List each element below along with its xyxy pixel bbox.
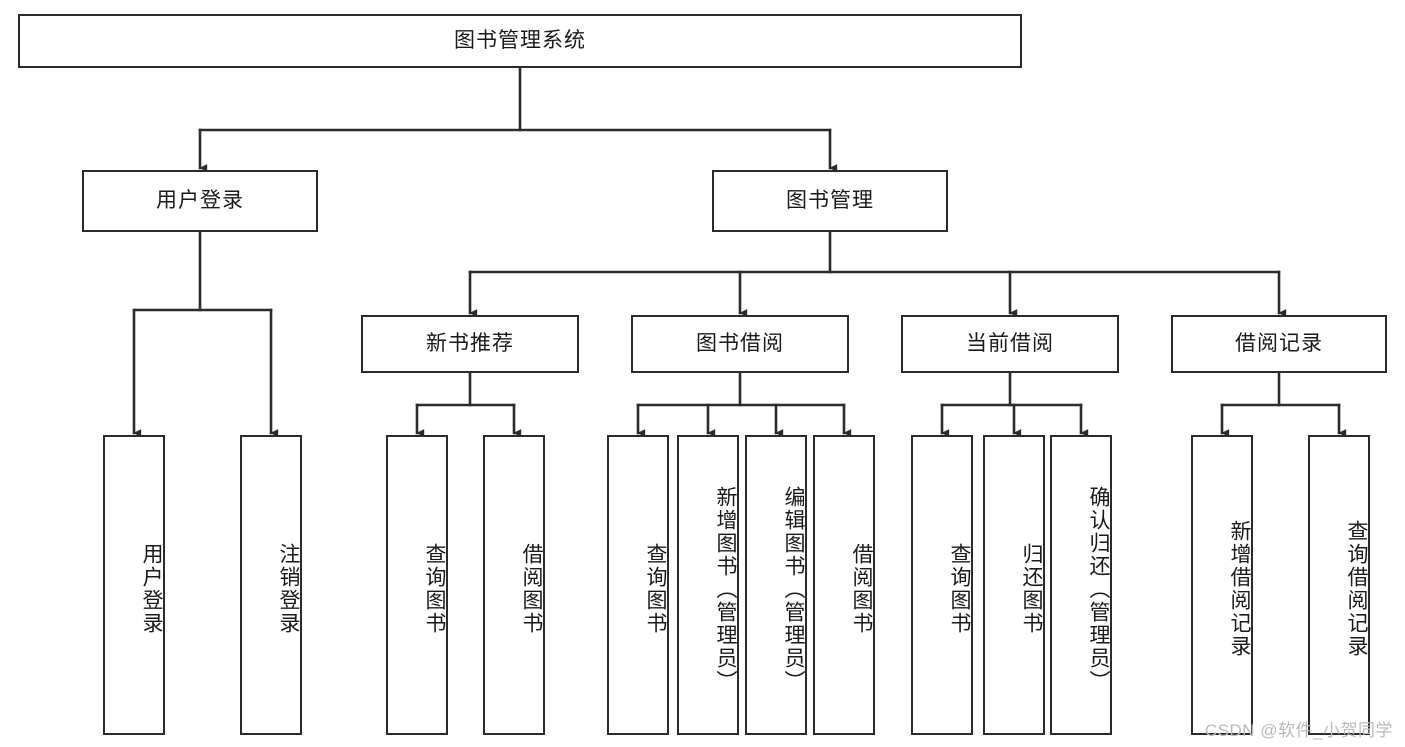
leaf-record-add-record[interactable]: 新增借阅记录	[1191, 435, 1253, 735]
leaf-current-query-book-label: 查询图书	[948, 543, 971, 635]
leaf-current-return-book-label: 归还图书	[1020, 543, 1043, 635]
leaf-borrow-edit-book[interactable]: 编辑图书（管理员）	[745, 435, 807, 735]
leaf-rec-query-book-label: 查询图书	[423, 543, 446, 635]
node-book-borrow-label: 图书借阅	[696, 331, 784, 355]
leaf-borrow-add-book-label: 新增图书（管理员）	[714, 485, 737, 693]
leaf-logout[interactable]: 注销登录	[240, 435, 302, 735]
leaf-rec-query-book[interactable]: 查询图书	[386, 435, 448, 735]
node-user-login[interactable]: 用户登录	[82, 170, 318, 232]
node-current-borrow-label: 当前借阅	[966, 331, 1054, 355]
node-new-book-recommend[interactable]: 新书推荐	[361, 315, 579, 373]
leaf-current-query-book[interactable]: 查询图书	[911, 435, 973, 735]
leaf-record-query-record[interactable]: 查询借阅记录	[1308, 435, 1370, 735]
node-book-borrow[interactable]: 图书借阅	[631, 315, 849, 373]
leaf-borrow-query-book[interactable]: 查询图书	[607, 435, 669, 735]
leaf-current-confirm-return-label: 确认归还（管理员）	[1087, 485, 1110, 693]
leaf-rec-borrow-book-label: 借阅图书	[520, 543, 543, 635]
leaf-record-query-record-label: 查询借阅记录	[1345, 520, 1368, 658]
node-current-borrow[interactable]: 当前借阅	[901, 315, 1119, 373]
node-root[interactable]: 图书管理系统	[18, 14, 1022, 68]
leaf-borrow-borrow-book[interactable]: 借阅图书	[813, 435, 875, 735]
leaf-logout-label: 注销登录	[277, 543, 300, 635]
node-borrow-record[interactable]: 借阅记录	[1171, 315, 1387, 373]
leaf-current-return-book[interactable]: 归还图书	[983, 435, 1045, 735]
leaf-borrow-edit-book-label: 编辑图书（管理员）	[782, 485, 805, 693]
leaf-user-login-label: 用户登录	[140, 543, 163, 635]
watermark-text: CSDN @软件_小贺同学	[1204, 721, 1393, 740]
leaf-borrow-query-book-label: 查询图书	[644, 543, 667, 635]
node-root-label: 图书管理系统	[454, 28, 586, 52]
node-user-login-label: 用户登录	[156, 188, 244, 212]
leaf-borrow-borrow-book-label: 借阅图书	[850, 543, 873, 635]
leaf-record-add-record-label: 新增借阅记录	[1228, 520, 1251, 658]
node-book-management-label: 图书管理	[786, 188, 874, 212]
leaf-user-login[interactable]: 用户登录	[103, 435, 165, 735]
leaf-rec-borrow-book[interactable]: 借阅图书	[483, 435, 545, 735]
node-new-book-recommend-label: 新书推荐	[426, 331, 514, 355]
leaf-borrow-add-book[interactable]: 新增图书（管理员）	[677, 435, 739, 735]
leaf-current-confirm-return[interactable]: 确认归还（管理员）	[1050, 435, 1112, 735]
node-book-management[interactable]: 图书管理	[712, 170, 948, 232]
node-borrow-record-label: 借阅记录	[1235, 331, 1323, 355]
